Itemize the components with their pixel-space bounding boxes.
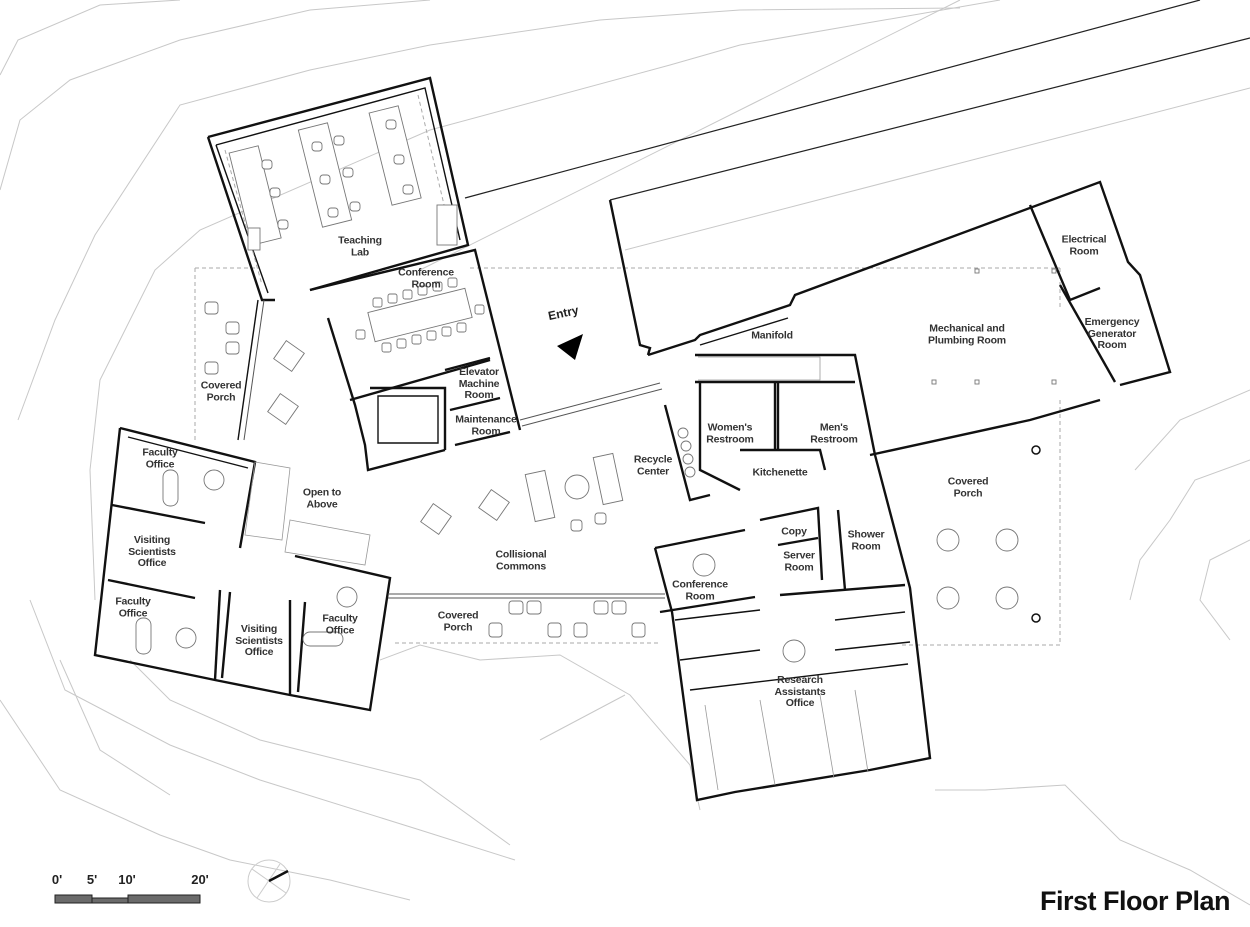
room-label-maintenance-room: Maintenance Room [455,413,517,437]
room-label-emergency-generator-room: Emergency Generator Room [1084,315,1140,351]
entry-arrow-icon [557,334,583,360]
room-label-womens-restroom: Women's Restroom [706,421,754,445]
service-block [608,180,1172,502]
room-label-faculty-office-se: Faculty Office [322,612,358,636]
room-label-visiting-scientists-office-s: Visiting Scientists Office [235,622,283,658]
room-label-faculty-office-nw: Faculty Office [142,446,178,470]
room-label-visiting-scientists-office-w: Visiting Scientists Office [128,533,176,569]
room-label-faculty-office-sw: Faculty Office [115,595,151,619]
room-label-manifold: Manifold [751,329,793,342]
north-arrow-icon [247,859,291,903]
scale-bar [54,894,201,904]
room-label-covered-porch-west: Covered Porch [200,379,242,403]
road-lines [464,0,1250,251]
roof-outline [194,267,1061,646]
plan-title: First Floor Plan [1039,886,1231,916]
room-label-mens-restroom: Men's Restroom [810,421,858,445]
room-label-kitchenette: Kitchenette [752,466,808,479]
conference-elevator-block [309,248,663,472]
room-label-conference-room-east: Conference Room [672,578,728,602]
topography-lines [0,0,1250,906]
west-office-block [93,426,392,712]
room-label-conference-room-north: Conference Room [398,266,454,290]
room-label-open-to-above: Open to Above [302,486,342,510]
room-label-copy: Copy [781,525,807,538]
room-label-covered-porch-east: Covered Porch [947,475,989,499]
scale-tick-0: 0' [51,872,63,887]
room-label-server-room: Server Room [783,549,815,573]
scale-tick-20: 20' [191,872,209,887]
room-label-research-assistants-office: Research Assistants Office [774,673,826,709]
room-label-shower-room: Shower Room [847,528,885,552]
room-label-collisional-commons: Collisional Commons [495,548,547,572]
scale-tick-5: 5' [86,872,98,887]
room-label-electrical-room: Electrical Room [1061,233,1107,257]
room-label-mechanical-plumbing-room: Mechanical and Plumbing Room [928,322,1006,346]
teaching-lab-block [206,76,470,302]
commons-furniture [388,452,665,638]
room-label-teaching-lab: Teaching Lab [338,234,382,258]
room-label-covered-porch-south: Covered Porch [437,609,479,633]
room-label-recycle-center: Recycle Center [633,453,673,477]
room-label-elevator-machine-room: Elevator Machine Room [458,365,500,401]
west-porch-furniture [204,299,305,441]
scale-tick-10: 10' [118,872,136,887]
east-office-block [653,445,1041,802]
